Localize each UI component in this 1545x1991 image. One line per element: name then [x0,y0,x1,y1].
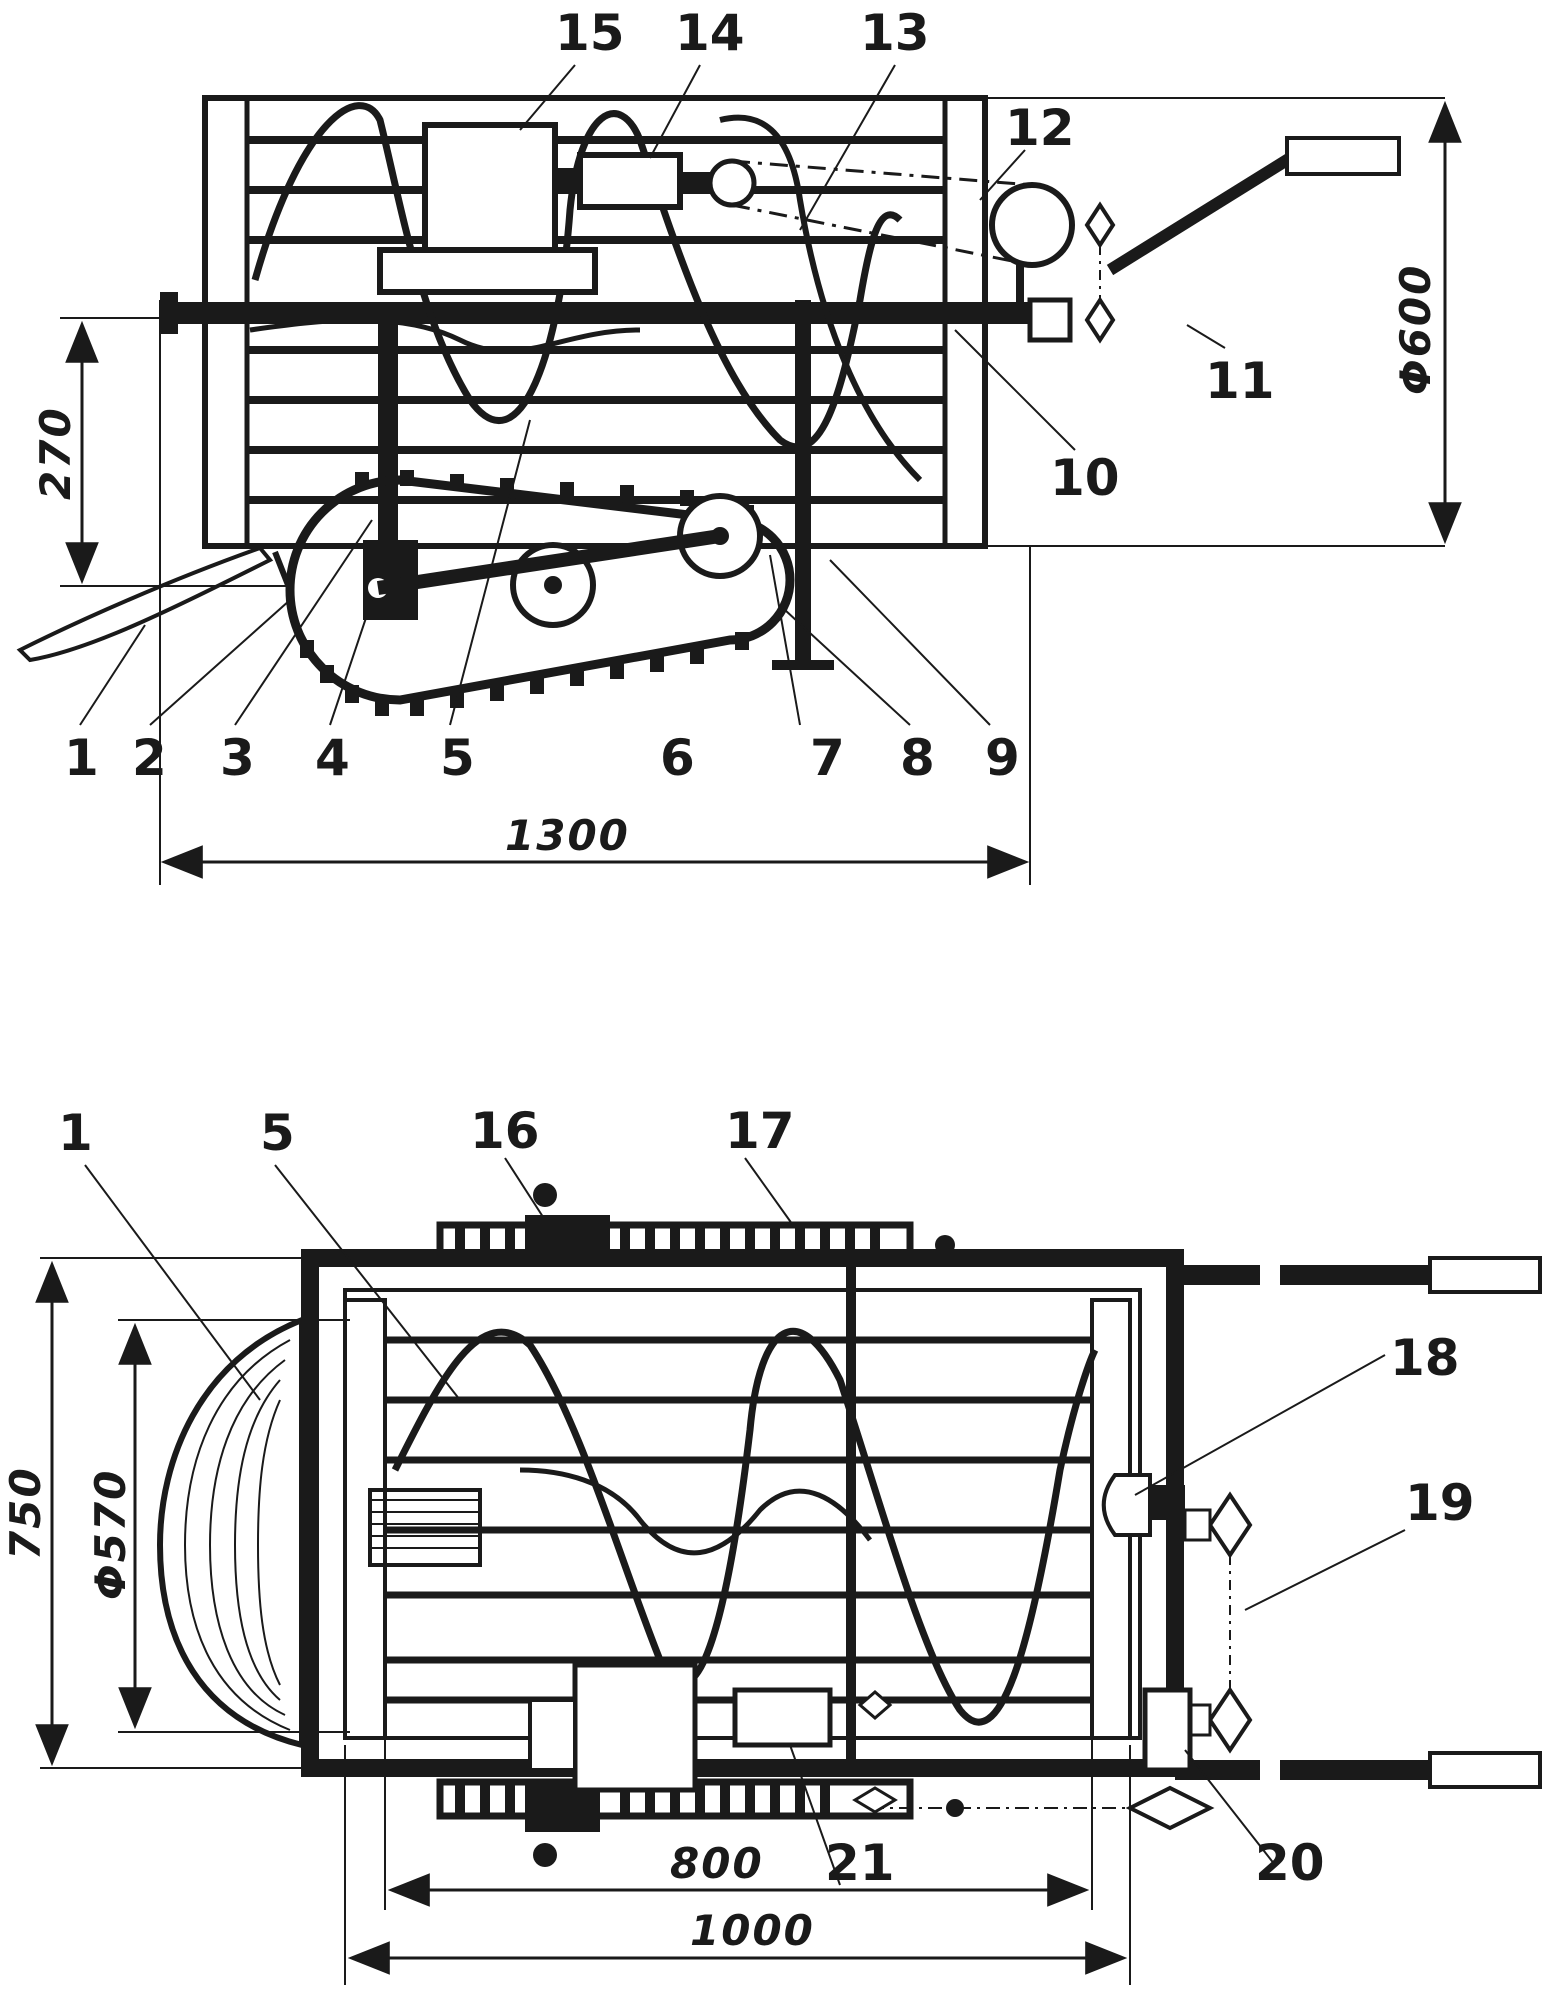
drive-pulley [989,182,1075,268]
plan-shaft [368,1488,482,1567]
callout-13-side: 13 [860,4,930,62]
leader-lines [79,64,1076,726]
plan-bracket-16 [525,1215,610,1261]
plan-engine [572,1662,698,1793]
engine-mount [377,247,598,295]
track-cleats [300,470,754,716]
plan-handle-grip-top [1428,1256,1542,1294]
callout-10-side: 10 [1050,449,1120,507]
engine-block [422,122,558,253]
scraper-blade [16,545,274,663]
callout-5-side: 5 [440,729,475,787]
stand-leg [795,300,811,665]
callout-2-side: 2 [132,729,167,787]
callout-9-side: 9 [985,729,1020,787]
pulley-small [707,158,757,208]
callout-1-side: 1 [64,729,99,787]
callout-7-side: 7 [810,729,845,787]
callout-14-side: 14 [675,4,745,62]
plan-drum-slats [385,1336,1092,1704]
gearbox [577,152,683,210]
callout-4-side: 4 [315,729,350,787]
dim-plan-diameter: Φ570 [86,1469,135,1600]
handle-grip [1285,136,1401,176]
callout-16-plan: 16 [470,1102,540,1160]
plan-handle-grip-bottom [1428,1751,1542,1789]
callout-20-plan: 20 [1255,1834,1325,1892]
dim-plan-width: 750 [1,1466,50,1560]
plan-top-rack [436,1221,914,1263]
plan-dome-scraper [156,1315,305,1749]
callout-15-side: 15 [555,4,625,62]
crawler-track [285,470,795,716]
dim-plan-outer: 1000 [690,1906,815,1955]
plan-bearing-block [1142,1687,1193,1773]
callout-8-side: 8 [900,729,935,787]
plan-view: 750 Φ570 800 1000 1 5 16 17 18 [1,1102,1542,1985]
callout-18-plan: 18 [1390,1329,1460,1387]
callout-6-side: 6 [660,729,695,787]
side-elevation-view: 270 1300 Φ600 1 2 3 4 5 6 [16,4,1462,885]
callout-5-plan: 5 [260,1104,295,1162]
callout-11-side: 11 [1205,352,1275,410]
dim-plan-inner: 800 [670,1839,764,1888]
callout-17-plan: 17 [725,1102,795,1160]
callout-21-plan: 21 [825,1834,895,1892]
dim-length: 1300 [505,811,630,860]
tow-handle [1106,149,1299,276]
callout-12-side: 12 [1005,99,1075,157]
callout-1-plan: 1 [58,1104,93,1162]
callout-19-plan: 19 [1405,1474,1475,1532]
dim-height: 270 [31,406,80,500]
dim-diameter: Φ600 [1391,264,1440,395]
plan-auger-helix [391,1328,1099,1726]
callout-3-side: 3 [220,729,255,787]
plan-leader-lines [84,1157,1406,1886]
plan-gearbox [732,1687,833,1748]
